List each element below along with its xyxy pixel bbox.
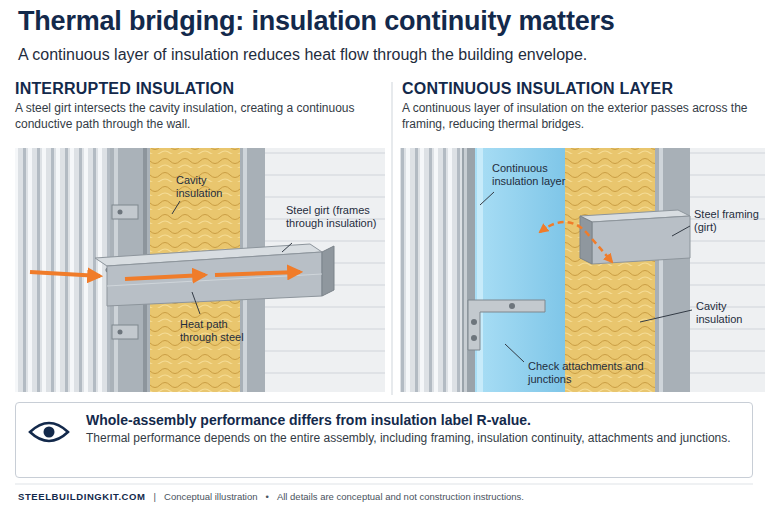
illustration-part [655, 148, 690, 392]
illustration-part [462, 148, 475, 392]
illustration-part [464, 148, 467, 392]
illustration-part [471, 335, 477, 341]
illustration-part [15, 484, 753, 485]
illustration-part [15, 148, 110, 392]
illustration-part [30, 272, 100, 276]
note-box: Whole-assembly performance differs from … [15, 402, 753, 478]
illustration-part [640, 310, 692, 322]
illustration-part [44, 427, 55, 438]
callout-label: Cavity insulation [696, 300, 760, 326]
footer-text: | [154, 491, 156, 502]
heading: CONTINUOUS INSULATION LAYER [402, 80, 757, 98]
illustration-part [118, 330, 123, 335]
body-text: A continuous layer of insulation on the … [402, 101, 757, 132]
subtitle: A continuous layer of insulation reduces… [18, 46, 587, 64]
eye-icon [30, 423, 68, 441]
interrupted-wall [15, 148, 385, 392]
callout-label: Steel framing (girt) [694, 208, 762, 234]
illustration-part [172, 201, 180, 214]
illustration-part [690, 148, 765, 392]
illustration-part [480, 192, 494, 205]
illustration-part [118, 210, 123, 215]
heading: Whole-assembly performance differs from … [86, 412, 740, 428]
illustration-part [215, 272, 300, 275]
footer-text: Conceptual illustration [164, 491, 257, 502]
illustration-part [505, 344, 524, 362]
illustration-part [192, 292, 200, 314]
illustration-part [112, 205, 138, 219]
footer-text: All details are conceptual and not const… [277, 491, 524, 502]
illustration-part [672, 226, 690, 236]
callout-label: Cavity insulation [176, 174, 238, 200]
page-title: Thermal bridging: insulation continuity … [18, 6, 615, 37]
callout-label: Heat path through steel [180, 318, 260, 344]
heading: INTERRUPTED INSULATION [15, 80, 383, 98]
footer-text: STEELBUILDINGKIT.COM [18, 491, 146, 502]
panel: INTERRUPTED INSULATION A steel girt inter… [15, 80, 383, 132]
illustration-part [392, 82, 393, 395]
illustration-part [107, 252, 322, 306]
illustration-part [468, 300, 545, 350]
illustration-part [30, 423, 68, 441]
panel: CONTINUOUS INSULATION LAYER A continuous … [402, 80, 757, 132]
illustration-part [580, 216, 592, 264]
illustration-part [125, 275, 205, 279]
body-text: Thermal performance depends on the entir… [86, 431, 740, 447]
illustration-part [322, 246, 334, 296]
illustration-part [565, 148, 655, 392]
illustration-part [282, 243, 292, 252]
body-text: A steel girt intersects the cavity insul… [15, 101, 383, 132]
illustration-part [112, 325, 138, 339]
illustration-part [509, 303, 515, 309]
callout-label: Continuous insulation layer [492, 162, 570, 188]
callout-label: Steel girt (frames through insulation) [286, 204, 382, 230]
illustration-part [540, 222, 612, 262]
illustration-part [400, 148, 462, 392]
footer-row: STEELBUILDINGKIT.COM | Conceptual illustra… [18, 491, 524, 502]
continuous-wall [400, 148, 765, 392]
illustration-part [477, 148, 483, 392]
illustration-part [659, 148, 663, 392]
footer-text: • [266, 491, 269, 502]
callout-label: Check attachments and junctions [528, 360, 648, 386]
illustration-part [471, 319, 477, 325]
illustration-part [107, 274, 322, 286]
